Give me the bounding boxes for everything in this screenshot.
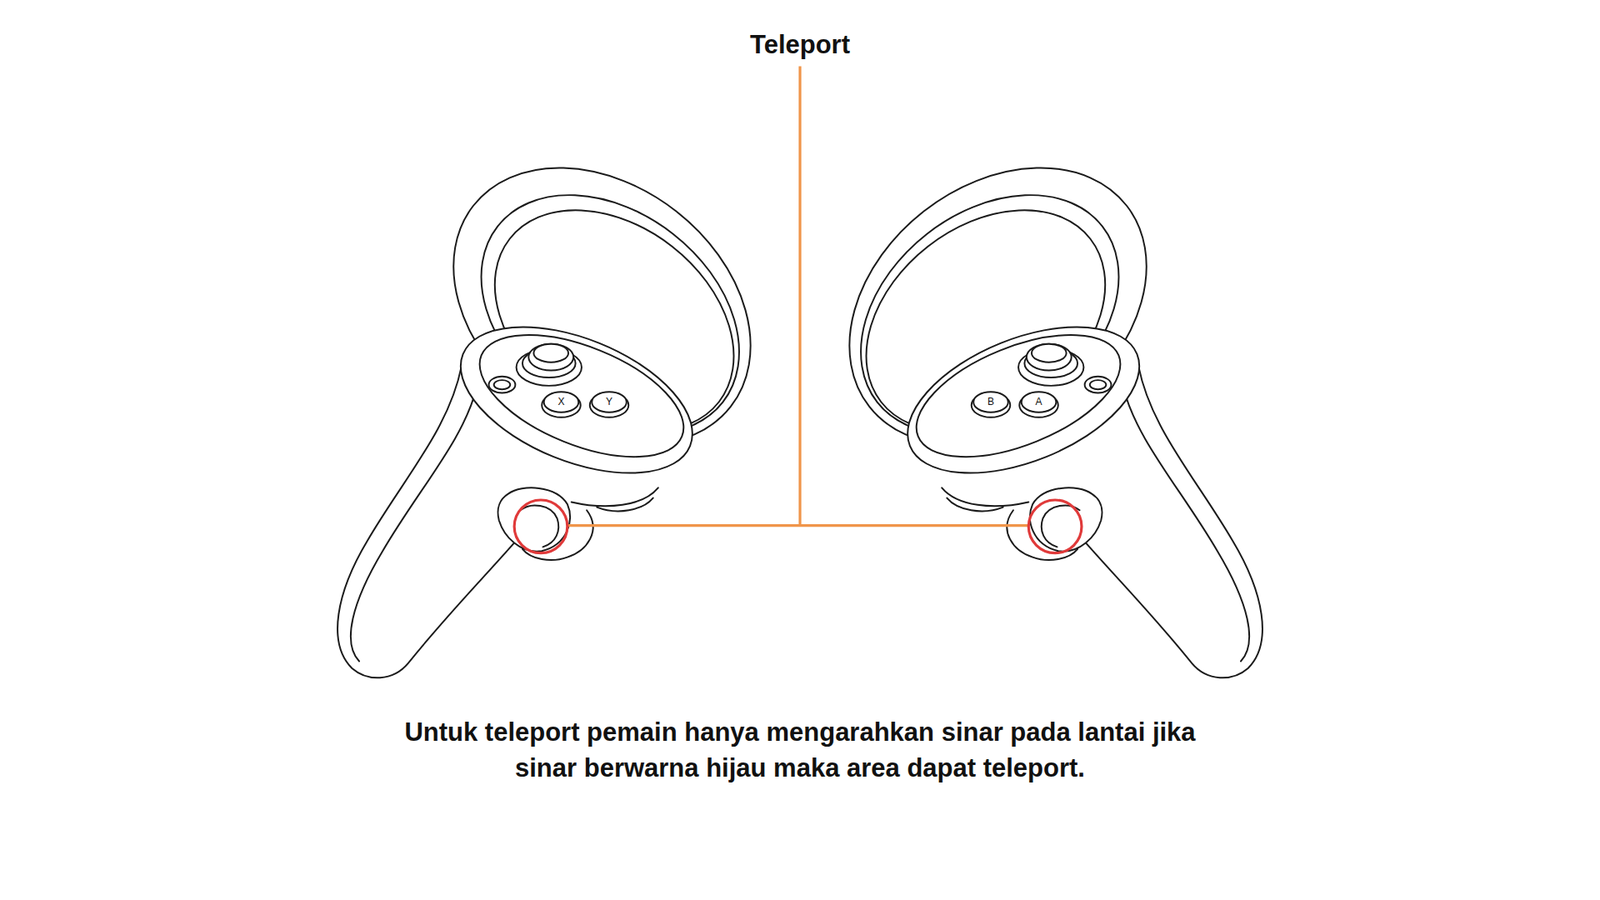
button-letter: Y bbox=[605, 395, 613, 408]
left-controller bbox=[337, 110, 805, 678]
button-letter: B bbox=[987, 395, 995, 408]
button-letter: A bbox=[1035, 395, 1043, 408]
right-controller bbox=[795, 110, 1263, 678]
leader-line bbox=[798, 66, 801, 526]
trigger-highlight bbox=[1028, 500, 1082, 554]
trigger-highlight bbox=[514, 500, 568, 554]
button-letter: X bbox=[557, 395, 565, 408]
leader-line bbox=[568, 524, 1028, 527]
caption: Untuk teleport pemain hanya mengarahkan … bbox=[383, 715, 1217, 787]
callout-title: Teleport bbox=[750, 30, 850, 60]
